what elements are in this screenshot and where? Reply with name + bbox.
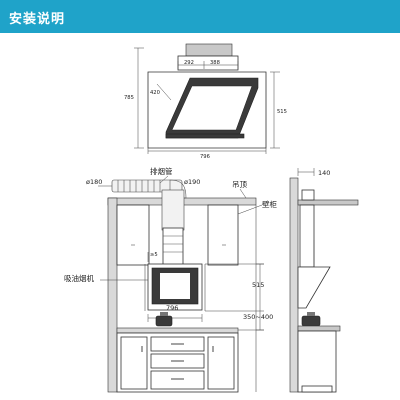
pot-lid-knob [160,312,168,316]
dim-292: 292 [184,60,194,66]
range-hood-inner [160,273,190,299]
hood-glass-highlight [171,85,253,131]
left-wall [107,197,118,393]
side-countertop [297,325,341,332]
side-base-cabinet [297,330,337,393]
side-pot-knob [307,312,315,316]
side-ceiling [297,199,359,206]
hood-bottom-strip [165,133,245,139]
dim-515-top: 515 [277,109,287,115]
installation-drawing: 292 388 420 785 515 796 [64,43,359,393]
dim-796-top: 796 [200,154,210,160]
page-title: 安装说明 [9,12,66,27]
label-range-hood: 吸油烟机 [64,273,94,283]
duct-cover [162,227,184,267]
dim-388: 388 [210,60,220,66]
dim-diameter-190: ø190 [184,178,200,186]
drawer-3 [150,370,205,390]
side-duct-top [301,189,315,201]
dim-420: 420 [150,90,160,96]
dim-796-install: 796 [166,304,178,312]
side-wall [289,177,299,393]
dim-140: 140 [318,169,330,177]
dim-785: 785 [124,95,134,101]
front-installation-view: ≥5 796 515 350~400 [64,166,277,393]
header-bar: 安装说明 [0,0,400,33]
wall-cabinet-right [207,204,239,266]
base-door-left [120,336,148,390]
label-wall-cabinet: 壁柜 [262,199,277,209]
wall-cabinet-left [116,204,150,266]
dim-diameter-180: ø180 [86,178,102,186]
product-dimension-view: 292 388 420 785 515 796 [124,43,287,160]
dim-515-install: 515 [252,281,264,289]
side-chimney [299,204,315,268]
side-installation-view: 140 [289,168,359,393]
side-base-plinth [301,385,333,393]
pot [155,315,173,327]
dim-350-400: 350~400 [243,313,273,321]
hood-chimney [185,43,233,57]
countertop [116,327,239,334]
duct-vertical [161,189,185,231]
label-exhaust-pipe: 排烟管 [150,166,173,176]
dim-gap-min-5: ≥5 [150,252,158,258]
side-hood-profile [297,266,331,309]
base-door-right [207,336,235,390]
label-ceiling: 吊顶 [232,180,247,189]
side-pot [301,315,321,327]
